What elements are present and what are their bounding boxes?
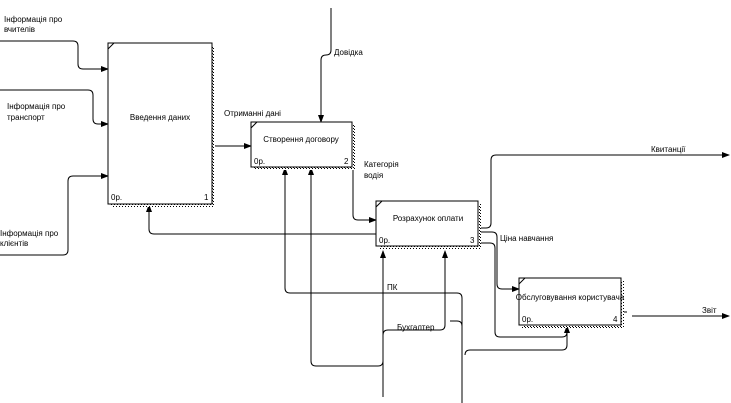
arrow-teachers[interactable] — [0, 40, 109, 72]
box-1-title: Введення даних — [130, 113, 190, 122]
label-category-1: Категорія — [364, 160, 399, 169]
label-teachers-2: вчителів — [4, 25, 35, 34]
box-2-title: Створення договору — [263, 135, 339, 144]
label-teachers-1: Інформація про — [4, 15, 63, 24]
arrow-feedback[interactable] — [146, 204, 568, 338]
box-3[interactable]: Розрахунок оплати 0р. 3 — [375, 200, 481, 249]
box-3-cost: 0р. — [379, 236, 390, 245]
arrow-price[interactable] — [481, 231, 520, 292]
arrow-labels: Інформація про вчителів Інформація про т… — [0, 15, 717, 332]
box-2-cost: 0р. — [254, 157, 265, 166]
label-received: Отриманні дані — [224, 109, 281, 118]
label-clients-2: клієнтів — [0, 239, 28, 248]
box-4-num: 4 — [613, 315, 618, 324]
label-transport-1: Інформація про — [7, 102, 66, 111]
label-clients-1: Інформація про — [0, 229, 59, 238]
arrow-pc[interactable] — [282, 167, 463, 403]
arrow-accountant-2[interactable] — [382, 250, 448, 336]
box-4-title: Обслуговування користувача — [516, 293, 625, 302]
box-3-num: 3 — [470, 236, 475, 245]
label-pc: ПК — [387, 283, 398, 292]
box-4-cost: 0р. — [522, 315, 533, 324]
arrow-mech-3[interactable] — [310, 360, 384, 367]
arrow-clients[interactable] — [0, 173, 109, 256]
arrow-mech-5[interactable] — [464, 325, 570, 356]
label-accountant: Бухгалтер — [397, 323, 435, 332]
label-reference: Довідка — [334, 48, 363, 57]
label-receipts: Квитанції — [651, 145, 686, 154]
arrow-transport[interactable] — [0, 89, 109, 127]
label-transport-2: транспорт — [7, 113, 45, 122]
arrow-reference[interactable] — [318, 8, 332, 123]
box-1[interactable]: Введення даних 0р. 1 — [107, 42, 215, 207]
box-4[interactable]: Обслуговування користувача 0р. 4 — [516, 277, 625, 328]
box-2-num: 2 — [344, 157, 349, 166]
arrow-category[interactable] — [352, 150, 377, 223]
box-3-title: Розрахунок оплати — [393, 214, 463, 223]
arrow-mech-4[interactable] — [450, 320, 463, 327]
box-2[interactable]: Створення договору 0р. 2 — [250, 121, 355, 170]
arrows — [0, 8, 729, 403]
arrow-receipts[interactable] — [481, 152, 730, 229]
box-1-num: 1 — [204, 193, 209, 202]
box-1-cost: 0р. — [111, 193, 122, 202]
label-report: Звіт — [702, 306, 717, 315]
arrow-received[interactable] — [211, 122, 252, 149]
label-price: Ціна навчання — [500, 234, 553, 243]
label-category-2: водія — [364, 171, 383, 180]
